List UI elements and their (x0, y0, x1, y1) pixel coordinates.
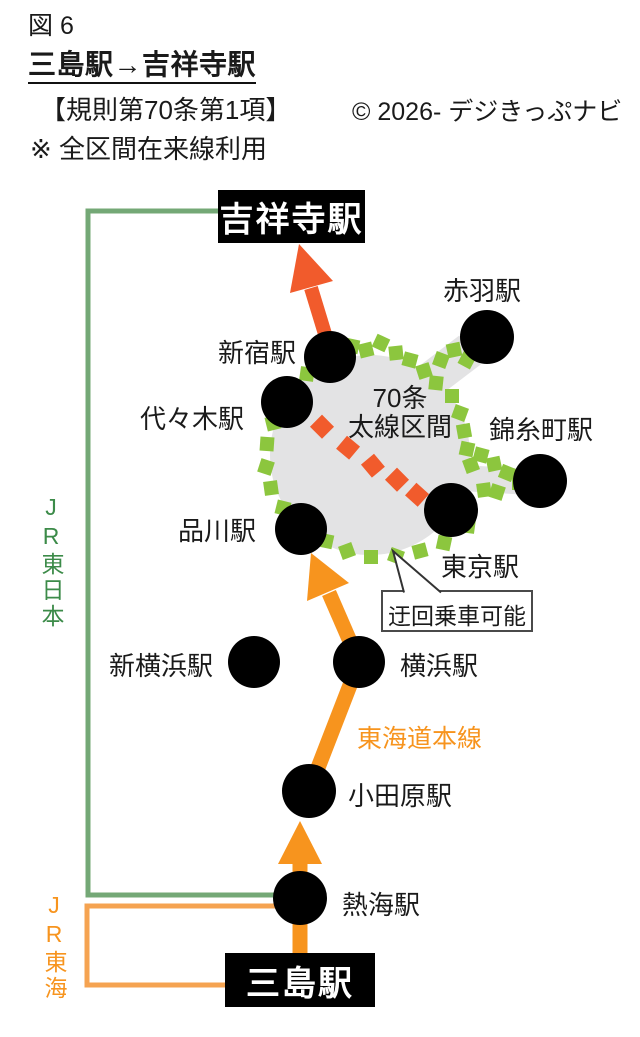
station-label-kinshicho: 錦糸町駅 (489, 415, 594, 445)
station-label-yoyogi: 代々木駅 (140, 404, 245, 434)
line-label-tokaido: 東海道本線 (357, 725, 483, 753)
line-label-jr-central: JR東海 (41, 892, 67, 1002)
figure-label: 図 6 (28, 12, 74, 40)
callout-box (381, 590, 533, 632)
station-label-shinagawa: 品川駅 (178, 516, 257, 546)
origin-box-mishima: 三島駅 (225, 953, 375, 1007)
zone-blob-circle (270, 355, 470, 555)
detour-callout (381, 548, 533, 632)
destination-box-kichijoji: 吉祥寺駅 (218, 190, 365, 243)
station-circle-shinagawa (275, 503, 327, 555)
callout-label: 迂回乗車可能 (388, 603, 526, 629)
zone-70-label: 70条 太線区間 (340, 383, 460, 443)
callout-pointer (391, 548, 442, 594)
jr-east-boundary-line (85, 208, 276, 898)
copyright-text: © 2026- デジきっぷナビ (352, 98, 623, 126)
usage-note: ※ 全区間在来線利用 (30, 134, 268, 164)
station-circle-atami (273, 871, 327, 925)
station-circle-odawara (282, 764, 336, 818)
detour-dashed-path (309, 414, 430, 507)
station-circle-kinshicho (513, 454, 567, 508)
station-label-akabane: 赤羽駅 (443, 276, 522, 306)
station-circle-shin-yokohama (228, 636, 280, 688)
station-label-atami: 熱海駅 (342, 890, 421, 920)
station-circle-yoyogi (261, 376, 313, 428)
line-label-jr-east: JR東日本 (38, 494, 64, 630)
page-title: 三島駅→吉祥寺駅 (28, 49, 257, 85)
jr-central-boundary-line (84, 903, 278, 988)
station-circle-shinjuku (304, 331, 356, 383)
rule-reference: 【規則第70条第1項】 (40, 95, 292, 125)
zone-70-label-line1: 70条 (372, 383, 428, 413)
zone-70-label-line2: 太線区間 (347, 412, 452, 443)
station-label-shin-yokohama: 新横浜駅 (109, 651, 214, 681)
station-circle-akabane (460, 310, 514, 364)
station-circle-yokohama (333, 636, 385, 688)
station-label-shinjuku: 新宿駅 (218, 338, 297, 368)
station-circle-tokyo (424, 483, 478, 537)
station-circles (228, 310, 567, 925)
station-label-odawara: 小田原駅 (348, 781, 453, 811)
station-label-tokyo: 東京駅 (441, 552, 520, 582)
station-label-yokohama: 横浜駅 (400, 651, 479, 681)
